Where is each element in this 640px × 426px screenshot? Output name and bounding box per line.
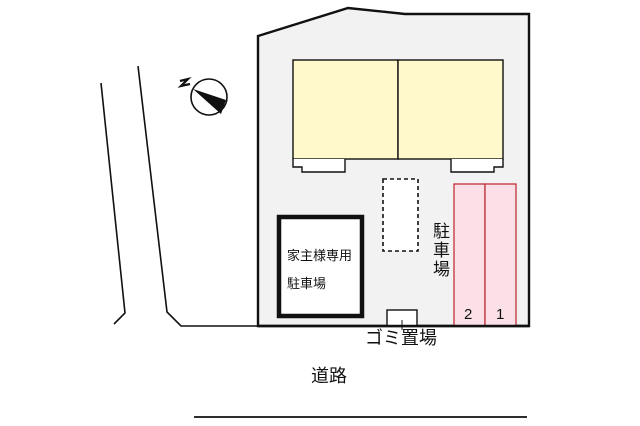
parking-label: 駐車場: [429, 222, 449, 279]
road-label: 道路: [311, 366, 347, 387]
side-road: [100, 65, 258, 327]
owner-parking-label-line1: 家主様専用: [287, 249, 353, 264]
north-arrow-icon: [177, 76, 228, 116]
buildings: [292, 59, 504, 173]
parking-space-number-2: 2: [464, 306, 473, 323]
owner-parking-box: [276, 214, 365, 319]
building-unit-left: [292, 59, 399, 160]
dashed-area: [382, 178, 419, 252]
garbage-label: ゴミ置場: [365, 328, 437, 349]
parking-space-number-1: 1: [496, 306, 505, 323]
parking-spaces: [453, 183, 517, 327]
building-unit-right: [397, 59, 504, 160]
parking-space-1: [484, 183, 517, 327]
entry-step-left: [292, 159, 346, 173]
owner-parking-label-line2: 駐車場: [287, 277, 327, 292]
parking-space-2: [453, 183, 486, 327]
entry-step-right: [450, 159, 504, 173]
side-road-line-inner: [137, 65, 258, 327]
side-road-line-outer: [100, 82, 126, 325]
